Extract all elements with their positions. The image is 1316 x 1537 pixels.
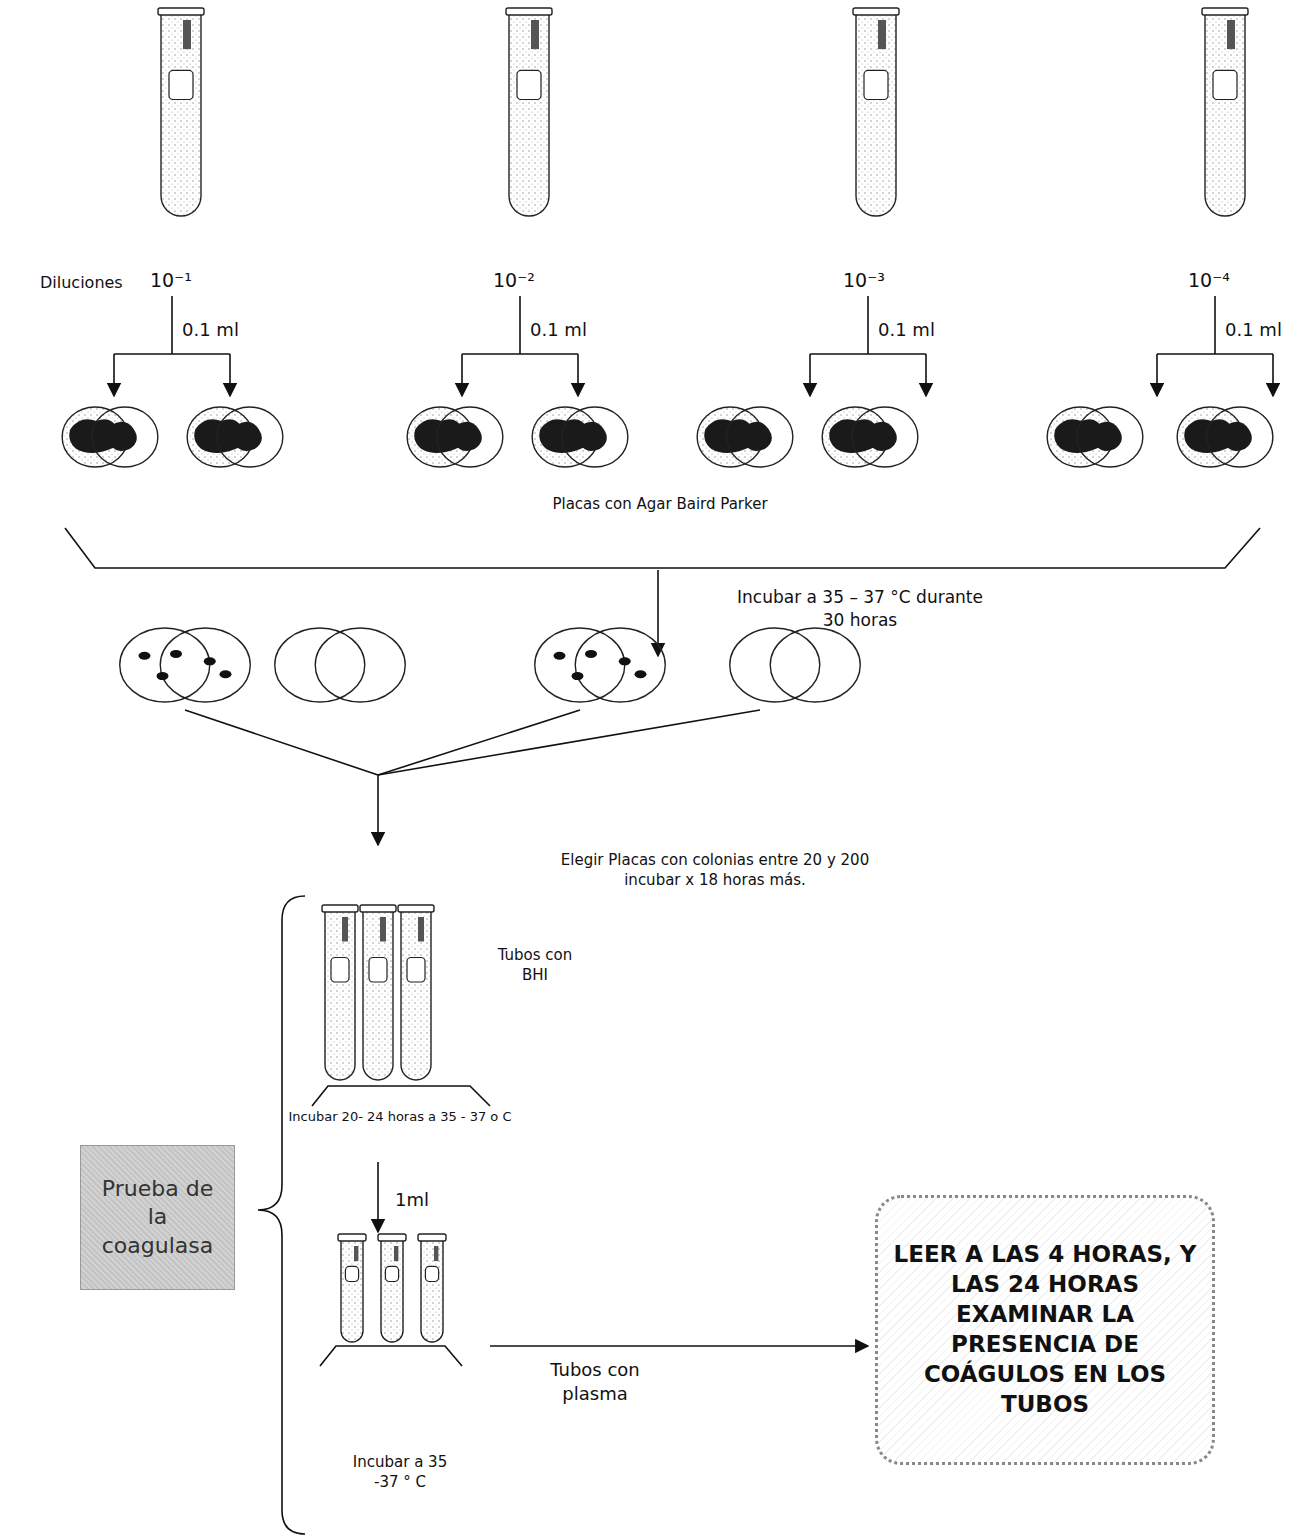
flow-line (312, 1086, 490, 1106)
dilution-label: 10⁻⁴ (1188, 268, 1248, 294)
petri-dish (730, 628, 861, 702)
flow-arrow (577, 354, 579, 396)
flow-arrow (377, 1162, 379, 1232)
petri-dish (535, 628, 666, 702)
flow-line (378, 710, 580, 775)
petri-dish (120, 628, 251, 702)
dilution-label: 10⁻³ (843, 268, 903, 294)
test-tube (322, 905, 358, 1080)
flow-arrow (490, 1345, 868, 1347)
step-note: Incubar 20- 24 horas a 35 - 37 o C (280, 1108, 520, 1126)
flow-line (810, 353, 926, 355)
step-note: Elegir Placas con colonias entre 20 y 20… (545, 850, 885, 891)
test-tube (506, 8, 552, 216)
flow-line (171, 296, 173, 354)
test-tube (853, 8, 899, 216)
flow-line (320, 1346, 462, 1366)
node-text: Prueba de la coagulasa (95, 1175, 220, 1261)
test-tube (418, 1234, 446, 1342)
petri-dish (697, 407, 793, 467)
flow-arrow (377, 775, 379, 845)
test-tube (398, 905, 434, 1080)
petri-dish (532, 407, 628, 467)
test-tube (338, 1234, 366, 1342)
step-note: Incubar a 35 -37 ° C (340, 1452, 460, 1493)
step-note: 0.1 ml (182, 318, 272, 342)
test-box: Prueba de la coagulasa (80, 1145, 235, 1290)
petri-dish (1177, 407, 1273, 467)
step-note: 0.1 ml (1225, 318, 1315, 342)
flow-arrow (809, 354, 811, 396)
flow-line (185, 710, 378, 775)
petri-dish (187, 407, 283, 467)
petri-dish (822, 407, 918, 467)
node-text: LEER A LAS 4 HORAS, Y LAS 24 HORAS EXAMI… (892, 1240, 1198, 1419)
step-note: 0.1 ml (878, 318, 968, 342)
flow-line (1214, 296, 1216, 354)
step-note: Tubos con BHI (495, 945, 575, 986)
petri-dish (1047, 407, 1143, 467)
flow-line (462, 353, 578, 355)
test-tube (360, 905, 396, 1080)
flow-arrow (461, 354, 463, 396)
flow-line (378, 710, 760, 775)
flow-line (519, 296, 521, 354)
step-note: Incubar a 35 – 37 °C durante 30 horas (735, 586, 985, 632)
step-note: 0.1 ml (530, 318, 620, 342)
test-tube (158, 8, 204, 216)
flow-arrow (113, 354, 115, 396)
step-note: Placas con Agar Baird Parker (440, 494, 880, 514)
flow-arrow (1156, 354, 1158, 396)
petri-dish (275, 628, 406, 702)
petri-dish (407, 407, 503, 467)
flow-line (867, 296, 869, 354)
dilution-label: 10⁻¹ (150, 268, 210, 294)
step-note: 1ml (395, 1188, 455, 1212)
result-box: LEER A LAS 4 HORAS, Y LAS 24 HORAS EXAMI… (875, 1195, 1215, 1465)
test-tube (378, 1234, 406, 1342)
flow-arrow (925, 354, 927, 396)
flow-line (1157, 353, 1273, 355)
flow-line (114, 353, 230, 355)
row-label: Diluciones (40, 272, 150, 294)
step-note: Tubos con plasma (530, 1358, 660, 1407)
flow-arrow (1272, 354, 1274, 396)
petri-dish (62, 407, 158, 467)
dilution-label: 10⁻² (493, 268, 553, 294)
flow-arrow (229, 354, 231, 396)
brace (258, 896, 305, 1534)
flow-line (65, 528, 1260, 568)
test-tube (1202, 8, 1248, 216)
